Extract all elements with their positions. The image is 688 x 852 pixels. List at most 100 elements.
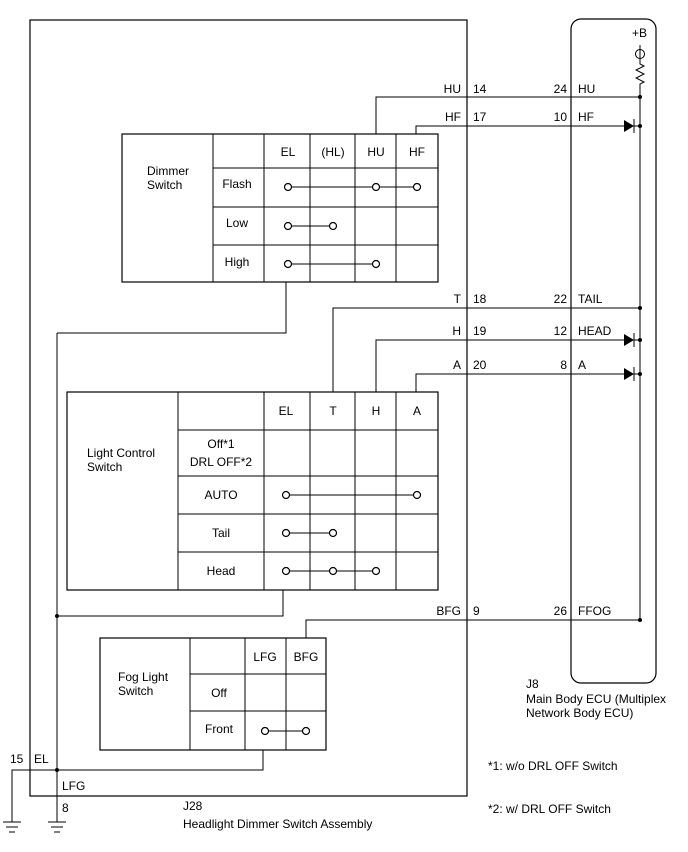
terminal-circle: [283, 221, 293, 231]
wire-right-name: FFOG: [578, 604, 611, 618]
light-control-title: Light Control: [87, 446, 155, 460]
terminal-circle: [281, 490, 291, 500]
wire-left-name: H: [452, 324, 461, 338]
el-pin-label: 15: [10, 752, 24, 766]
el-common-line: [11, 282, 287, 822]
wire-right-pin: 26: [554, 604, 568, 618]
j28-code: J28: [183, 799, 203, 813]
wire-left-pin: 18: [473, 292, 487, 306]
row-label: High: [225, 255, 250, 269]
terminal-circle: [328, 221, 338, 231]
row-label: AUTO: [204, 488, 237, 502]
wire-left-pin: 19: [473, 324, 487, 338]
fog-light-switch-table: Fog Light Switch LFG BFG Off Front: [99, 637, 327, 751]
wire-right-pin: 24: [554, 82, 568, 96]
power-label: +B: [632, 26, 647, 40]
light-control-title: Switch: [87, 460, 122, 474]
terminal-circle: [281, 528, 291, 538]
footnotes: *1: w/o DRL OFF Switch *2: w/ DRL OFF Sw…: [488, 759, 618, 816]
terminal-circle: [328, 566, 338, 576]
wire-right-pin: 12: [554, 324, 568, 338]
wire-left-name: A: [453, 358, 461, 372]
row-label: Tail: [212, 526, 230, 540]
footnote: *2: w/ DRL OFF Switch: [488, 802, 611, 816]
column-header: A: [413, 404, 421, 418]
fog-light-title: Switch: [118, 684, 153, 698]
wire-right-name: HU: [578, 82, 595, 96]
wire-hu: [375, 96, 640, 134]
column-header: EL: [281, 145, 296, 159]
wire-right-name: A: [578, 358, 586, 372]
terminal-circle: [371, 566, 381, 576]
light-control-switch-table: Light Control Switch EL T H A Off*1 DRL …: [66, 391, 439, 591]
wire-left-name: HF: [445, 110, 461, 124]
j28-name: Headlight Dimmer Switch Assembly: [183, 817, 372, 831]
wire-left-pin: 9: [473, 604, 480, 618]
terminal-circle: [281, 566, 291, 576]
wire-left-name: HU: [444, 82, 461, 96]
ground-terminals: 15 EL LFG 8: [10, 752, 85, 815]
j8-name: Network Body ECU): [526, 706, 633, 720]
row-label: DRL OFF*2: [190, 455, 253, 469]
column-header: EL: [279, 404, 294, 418]
j8-name: Main Body ECU (Multiplex: [526, 692, 666, 706]
dimmer-switch-table: Dimmer Switch EL (HL) HU HF Flash Low Hi…: [121, 133, 439, 283]
column-header: (HL): [321, 145, 344, 159]
wire-right-pin: 10: [554, 110, 568, 124]
wire-right-name: HF: [578, 110, 594, 124]
dimmer-switch-title: Dimmer: [147, 164, 189, 178]
row-label: Flash: [222, 177, 251, 191]
wire-left-pin: 14: [473, 82, 487, 96]
row-label: Head: [207, 564, 236, 578]
column-header: HU: [367, 145, 384, 159]
junction-dot: [638, 372, 642, 376]
junction-dot: [55, 614, 59, 618]
wire-left-pin: 17: [473, 110, 487, 124]
wire-left-pin: 20: [473, 358, 487, 372]
j8-ecu-box: [570, 18, 657, 684]
wire-a: [415, 373, 624, 392]
terminal-circle: [283, 182, 293, 192]
terminal-circle: [371, 182, 381, 192]
wire-head: [375, 339, 624, 392]
ground-icon: [48, 821, 66, 833]
row-label: Front: [205, 722, 234, 736]
wire-tail: [332, 307, 640, 392]
row-label: Low: [226, 216, 248, 230]
terminal-circle: [371, 259, 381, 269]
row-label: Off*1: [207, 437, 234, 451]
column-header: LFG: [253, 650, 276, 664]
column-header: HF: [409, 145, 425, 159]
column-header: T: [329, 404, 337, 418]
row-label: Off: [211, 686, 227, 700]
wire-labels: HU 14 24 HU HF 17 10 HF T 18 22 TAIL H 1…: [436, 82, 611, 618]
j8-caption: J8 Main Body ECU (Multiplex Network Body…: [526, 677, 666, 720]
fog-light-title: Fog Light: [118, 670, 169, 684]
wire-bfg: [305, 619, 640, 638]
junction-dot: [638, 338, 642, 342]
j28-caption: J28 Headlight Dimmer Switch Assembly: [183, 799, 372, 831]
power-supply: +B: [632, 26, 647, 620]
wire-right-pin: 22: [554, 292, 568, 306]
terminal-circle: [283, 259, 293, 269]
terminal-circle: [328, 528, 338, 538]
resistor-symbol: [634, 62, 646, 88]
lfg-pin-label: 8: [62, 801, 69, 815]
wire-left-name: T: [454, 292, 462, 306]
wire-hf: [415, 125, 624, 134]
dimmer-switch-title: Switch: [147, 178, 182, 192]
lfg-name-label: LFG: [62, 779, 85, 793]
footnote: *1: w/o DRL OFF Switch: [488, 759, 618, 773]
signal-wires: [305, 96, 640, 638]
el-name-label: EL: [34, 752, 49, 766]
wire-left-name: BFG: [436, 604, 461, 618]
terminal-circle: [412, 182, 422, 192]
terminal-circle: [412, 490, 422, 500]
terminal-circle: [260, 726, 270, 736]
column-header: BFG: [294, 650, 319, 664]
junction-dot: [638, 124, 642, 128]
j8-code: J8: [526, 677, 539, 691]
terminal-circle: [301, 726, 311, 736]
wire-right-pin: 8: [560, 358, 567, 372]
